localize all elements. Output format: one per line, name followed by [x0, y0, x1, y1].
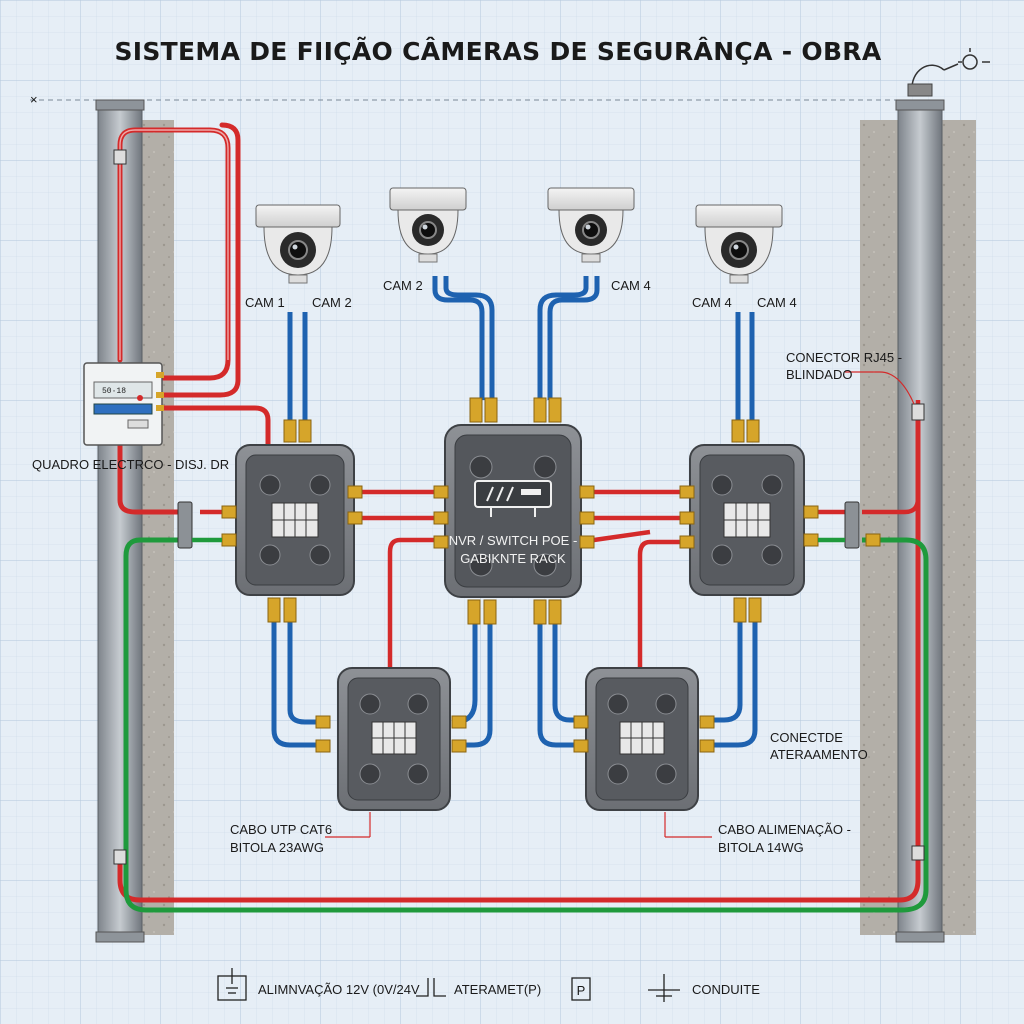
nvr-device-icon	[474, 480, 552, 508]
camera-label: CAM 1	[245, 295, 285, 310]
camera-label: CAM 4	[692, 295, 732, 310]
power-cable-left-white	[119, 129, 229, 360]
nvr-sublabel: GABIKNTE RACK	[460, 551, 566, 566]
camera-label: CAM 4	[611, 278, 651, 293]
junction-box-bottom-left[interactable]	[337, 667, 451, 811]
legend-power-text: ALIMNVAÇÃO 12V (0V/24V	[258, 982, 420, 997]
electrical-panel[interactable]: 50·18	[83, 362, 164, 446]
legend-ground-text: ATERAMET(P)	[454, 982, 541, 997]
power-cable-callout: CABO ALIMENAÇÃO -	[718, 822, 851, 837]
rj45-callout: CONECTOR RJ45 -	[786, 350, 902, 365]
camera-4[interactable]	[695, 204, 783, 284]
conduit-symbol-icon	[648, 974, 680, 1002]
p-box-icon: P	[571, 977, 591, 1001]
camera-2[interactable]	[389, 187, 467, 263]
callout-leader-rj45	[845, 371, 915, 405]
camera-label: CAM 2	[383, 278, 423, 293]
data-cables	[271, 276, 758, 748]
legend-p-text: P	[577, 983, 586, 998]
nvr-label: NVR / SWITCH POE -	[449, 533, 578, 548]
camera-label: CAM 4	[757, 295, 797, 310]
ground-callout-2: ATERAAMENTO	[770, 747, 868, 762]
junction-box-right[interactable]	[689, 444, 805, 596]
rj45-callout-2: BLINDADO	[786, 367, 852, 382]
wall-glands	[113, 149, 925, 865]
power-return-line	[117, 412, 921, 903]
power-cable-horizontals	[200, 400, 921, 668]
junction-box-left[interactable]	[235, 444, 355, 596]
ground-cable	[123, 537, 929, 913]
utp-callout-2: BITOLA 23AWG	[230, 840, 324, 855]
ground-callout: CONECTDE	[770, 730, 843, 745]
diagram-title: SISTEMA DE FIIÇÃO CÂMERAS DE SEGURÂNÇA -…	[114, 37, 881, 66]
reference-x-mark: ×	[30, 92, 38, 107]
power-cable-callout-2: BITOLA 14WG	[718, 840, 804, 855]
legend: ALIMNVAÇÃO 12V (0V/24V ATERAMET(P) P CON…	[217, 968, 760, 1002]
camera-label: CAM 2	[312, 295, 352, 310]
left-wall	[95, 99, 174, 943]
junction-box-bottom-right[interactable]	[585, 667, 699, 811]
panel-display: 50·18	[102, 387, 126, 396]
legend-conduit-text: CONDUITE	[692, 982, 760, 997]
brass-connectors	[221, 397, 881, 753]
camera-3[interactable]	[547, 187, 635, 263]
utp-callout: CABO UTP CAT6	[230, 822, 332, 837]
nvr-switch-cabinet[interactable]: NVR / SWITCH POE - GABIKNTE RACK	[444, 424, 582, 598]
panel-label: QUADRO ELECTRCO - DISJ. DR	[32, 457, 229, 472]
camera-1[interactable]	[255, 204, 341, 284]
power-supply-icon	[217, 968, 247, 1001]
ground-symbol-icon	[416, 978, 446, 997]
